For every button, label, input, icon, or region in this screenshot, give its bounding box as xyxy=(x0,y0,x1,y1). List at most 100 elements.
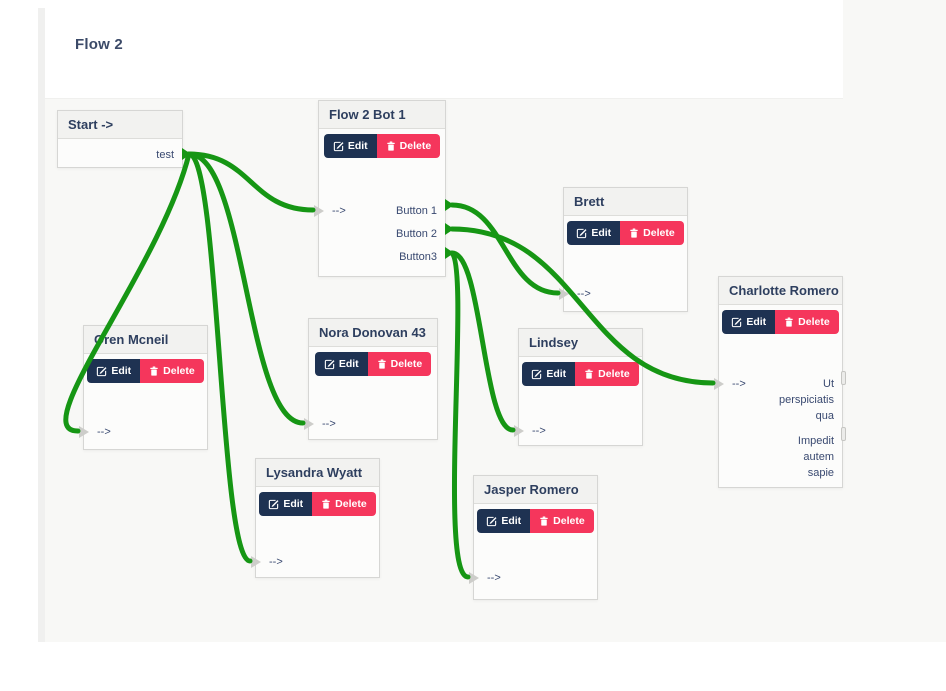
delete-button-label: Delete xyxy=(598,368,630,380)
trash-icon xyxy=(784,317,794,328)
output-label: autem xyxy=(803,451,834,463)
edit-button-label: Edit xyxy=(501,515,522,527)
edit-button[interactable]: Edit xyxy=(259,492,313,516)
node-title: Charlotte Romero xyxy=(719,277,842,305)
trash-icon xyxy=(386,141,396,152)
node-actions: Edit Delete xyxy=(256,492,379,516)
delete-button[interactable]: Delete xyxy=(775,310,839,334)
edit-button-label: Edit xyxy=(111,365,132,377)
edit-icon xyxy=(324,359,335,370)
edit-icon xyxy=(531,369,542,380)
page-title: Flow 2 xyxy=(75,36,123,53)
input-label: --> xyxy=(487,572,501,584)
delete-button[interactable]: Delete xyxy=(575,362,639,386)
output-label: Impedit xyxy=(797,435,834,447)
delete-button-label: Delete xyxy=(390,358,423,370)
trash-icon xyxy=(149,366,159,377)
delete-button-label: Delete xyxy=(399,140,432,152)
input-port[interactable] xyxy=(304,418,314,430)
edit-icon xyxy=(333,141,344,152)
node-actions: Edit Delete xyxy=(519,362,642,386)
edit-button[interactable]: Edit xyxy=(87,359,141,383)
output-label: Button 1 xyxy=(396,205,437,217)
edit-button-label: Edit xyxy=(347,140,368,152)
node-actions: Edit Delete xyxy=(84,359,207,383)
node-actions: Edit Delete xyxy=(309,352,437,376)
trash-icon xyxy=(584,369,594,380)
delete-button[interactable]: Delete xyxy=(620,221,684,245)
edit-button[interactable]: Edit xyxy=(323,134,377,158)
output-label: qua xyxy=(815,410,834,422)
output-label: Button3 xyxy=(399,251,437,263)
edit-icon xyxy=(576,228,587,239)
output-port[interactable] xyxy=(841,371,846,385)
output-label: Button 2 xyxy=(396,228,437,240)
delete-button[interactable]: Delete xyxy=(376,134,441,158)
node-title: Start -> xyxy=(58,111,182,139)
node-actions: Edit Delete xyxy=(564,221,687,245)
edit-button[interactable]: Edit xyxy=(722,310,776,334)
delete-button[interactable]: Delete xyxy=(140,359,204,383)
node-title: Oren Mcneil xyxy=(84,326,207,354)
input-label: --> xyxy=(269,556,283,568)
node-title: Brett xyxy=(564,188,687,216)
node-title: Lysandra Wyatt xyxy=(256,459,379,487)
edit-button-label: Edit xyxy=(546,368,567,380)
input-port[interactable] xyxy=(314,205,324,217)
delete-button[interactable]: Delete xyxy=(530,509,594,533)
trash-icon xyxy=(321,499,331,510)
trash-icon xyxy=(377,359,387,370)
left-scroll-strip xyxy=(38,8,45,642)
node-actions: Edit Delete xyxy=(319,134,445,158)
edit-button[interactable]: Edit xyxy=(314,352,368,376)
input-port[interactable] xyxy=(514,425,524,437)
edit-icon xyxy=(268,499,279,510)
edit-icon xyxy=(731,317,742,328)
flow-header-bar: Flow 2 xyxy=(45,0,843,99)
edit-button-label: Edit xyxy=(283,498,304,510)
input-port[interactable] xyxy=(79,426,89,438)
trash-icon xyxy=(629,228,639,239)
trash-icon xyxy=(539,516,549,527)
node-actions: Edit Delete xyxy=(474,509,597,533)
node-actions: Edit Delete xyxy=(719,310,842,334)
input-label: --> xyxy=(732,378,746,390)
edit-button[interactable]: Edit xyxy=(567,221,621,245)
delete-button[interactable]: Delete xyxy=(367,352,432,376)
edit-button-label: Edit xyxy=(338,358,359,370)
delete-button-label: Delete xyxy=(553,515,585,527)
input-port[interactable] xyxy=(714,378,724,390)
edit-icon xyxy=(96,366,107,377)
node-start[interactable]: Start -> test xyxy=(57,110,183,168)
output-label: test xyxy=(156,149,174,161)
input-port[interactable] xyxy=(469,572,479,584)
edit-button[interactable]: Edit xyxy=(477,509,531,533)
delete-button-label: Delete xyxy=(163,365,195,377)
edit-button-label: Edit xyxy=(746,316,767,328)
node-title: Jasper Romero xyxy=(474,476,597,504)
output-label: perspiciatis xyxy=(778,394,834,406)
edit-button-label: Edit xyxy=(591,227,612,239)
input-port[interactable] xyxy=(251,556,261,568)
node-title: Lindsey xyxy=(519,329,642,357)
input-port[interactable] xyxy=(559,288,569,300)
output-port[interactable] xyxy=(841,427,846,441)
edit-icon xyxy=(486,516,497,527)
input-label: --> xyxy=(532,425,546,437)
delete-button-label: Delete xyxy=(798,316,830,328)
node-title: Nora Donovan 43 xyxy=(309,319,437,347)
node-title: Flow 2 Bot 1 xyxy=(319,101,445,129)
delete-button-label: Delete xyxy=(643,227,675,239)
edit-button[interactable]: Edit xyxy=(522,362,576,386)
output-label: Ut xyxy=(823,378,834,390)
delete-button[interactable]: Delete xyxy=(312,492,376,516)
